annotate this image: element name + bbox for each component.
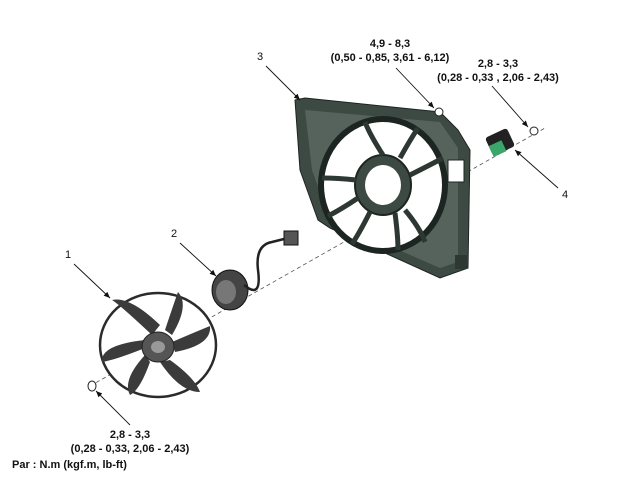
leader-shroud-bolt <box>395 67 435 109</box>
leader-fan-nut <box>95 390 131 426</box>
torque-range: 2,8 - 3,3 <box>109 429 151 441</box>
cooling-fan <box>98 291 218 399</box>
torque-fan-nut: 2,8 - 3,3 (0,28 - 0,33, 2,06 - 2,43) <box>71 428 190 456</box>
fan-resistor <box>485 128 515 158</box>
torque-alt-units: (0,50 - 0,85, 3,61 - 6,12) <box>330 52 450 64</box>
fan-nut <box>87 380 97 392</box>
fan-shroud <box>294 97 471 279</box>
resistor-screw <box>529 126 539 136</box>
leader-4 <box>514 149 559 189</box>
callout-2: 2 <box>171 228 178 240</box>
leader-resistor-screw <box>491 85 529 128</box>
torque-shroud-bolt: 4,9 - 8,3 (0,50 - 0,85, 3,61 - 6,12) <box>331 37 450 65</box>
leader-3 <box>265 65 301 101</box>
shroud-bolt <box>434 107 444 117</box>
leader-2 <box>179 242 217 277</box>
torque-range: 2,8 - 3,3 <box>477 58 519 70</box>
callout-3: 3 <box>257 51 264 63</box>
fan-motor <box>211 230 299 311</box>
torque-resistor-screw: 2,8 - 3,3 (0,28 - 0,33 , 2,06 - 2,43) <box>437 57 559 85</box>
torque-range: 4,9 - 8,3 <box>369 38 411 50</box>
leader-1 <box>73 263 111 299</box>
callout-4: 4 <box>562 189 569 201</box>
torque-alt-units: (0,28 - 0,33, 2,06 - 2,43) <box>70 443 190 455</box>
units-note: Par : N.m (kgf.m, lb-ft) <box>12 459 127 471</box>
torque-alt-units: (0,28 - 0,33 , 2,06 - 2,43) <box>437 72 559 84</box>
callout-1: 1 <box>65 249 72 261</box>
